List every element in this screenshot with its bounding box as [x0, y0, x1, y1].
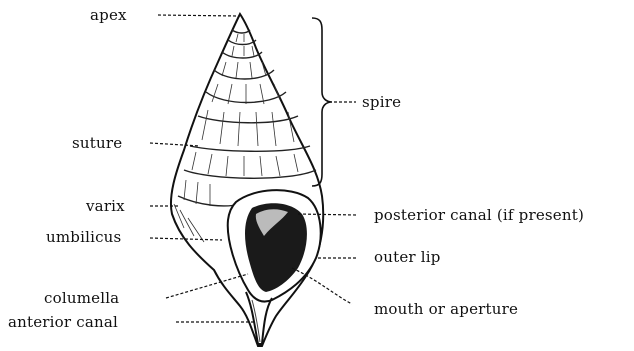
label-suture: suture [72, 134, 122, 152]
label-columella: columella [44, 289, 119, 307]
label-spire: spire [362, 93, 401, 111]
label-anterior-canal: anterior canal [8, 313, 118, 331]
label-posterior-canal: posterior canal (if present) [374, 206, 584, 224]
label-mouth: mouth or aperture [374, 300, 518, 318]
leader-apex [158, 15, 238, 16]
label-varix: varix [86, 197, 125, 215]
label-apex: apex [90, 6, 127, 24]
label-outer-lip: outer lip [374, 248, 441, 266]
label-umbilicus: umbilicus [46, 228, 121, 246]
spire-brace [312, 18, 332, 186]
